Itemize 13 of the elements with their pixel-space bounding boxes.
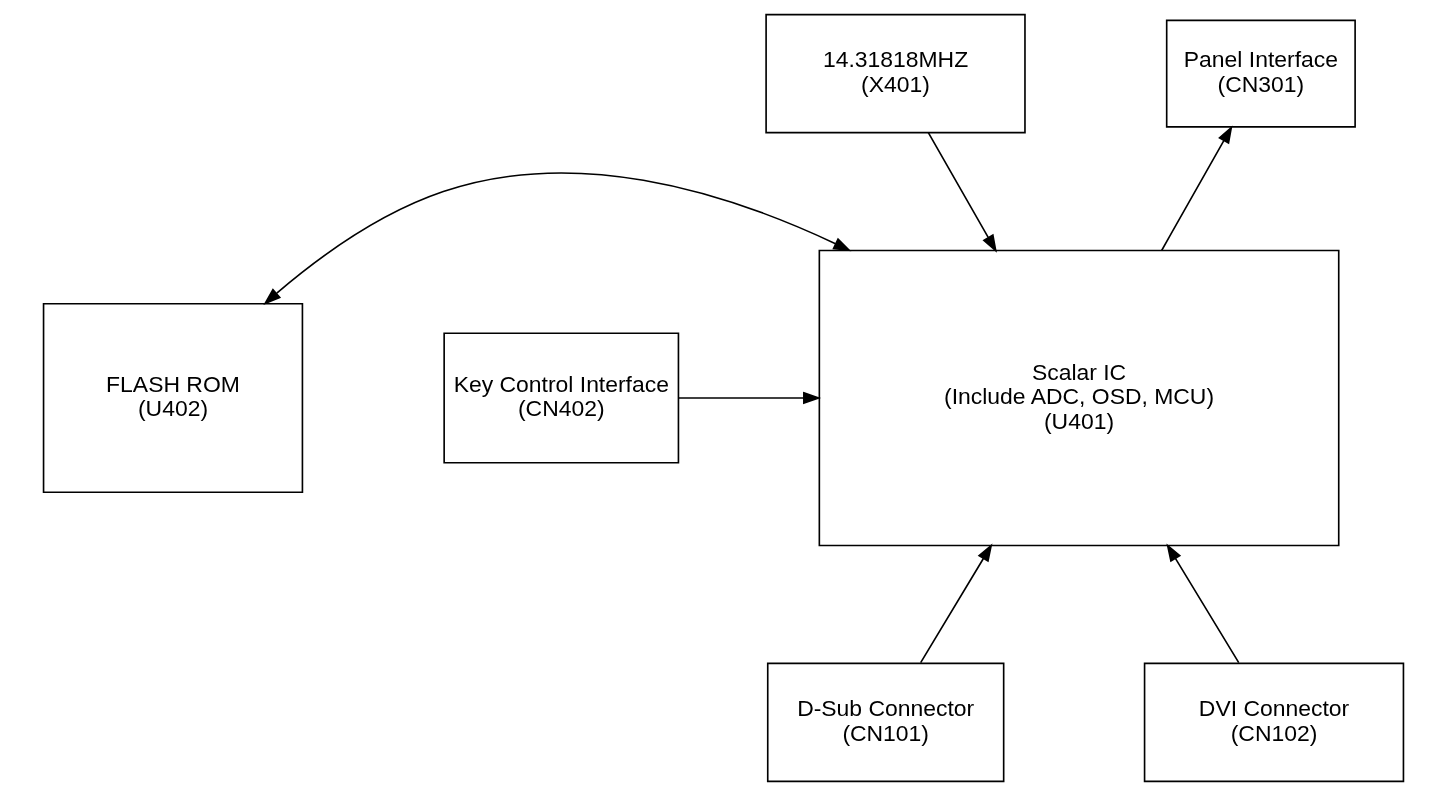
node-box: Scalar IC (Include ADC, OSD, MCU) (U401) bbox=[818, 249, 1340, 547]
node-box: Key Control Interface (CN402) bbox=[443, 332, 680, 464]
arrow bbox=[1160, 125, 1233, 252]
arrow bbox=[919, 543, 993, 664]
arrow bbox=[927, 131, 997, 253]
node-box: Panel Interface (CN301) bbox=[1165, 19, 1356, 128]
node-box: DVI Connector (CN102) bbox=[1143, 662, 1405, 783]
arrow bbox=[1166, 543, 1240, 664]
node-box: FLASH ROM (U402) bbox=[42, 302, 304, 494]
node-box: 14.31818MHZ (X401) bbox=[765, 13, 1026, 134]
node-box: D-Sub Connector (CN101) bbox=[766, 662, 1005, 783]
arrow bbox=[263, 172, 852, 305]
arrow bbox=[677, 391, 822, 405]
